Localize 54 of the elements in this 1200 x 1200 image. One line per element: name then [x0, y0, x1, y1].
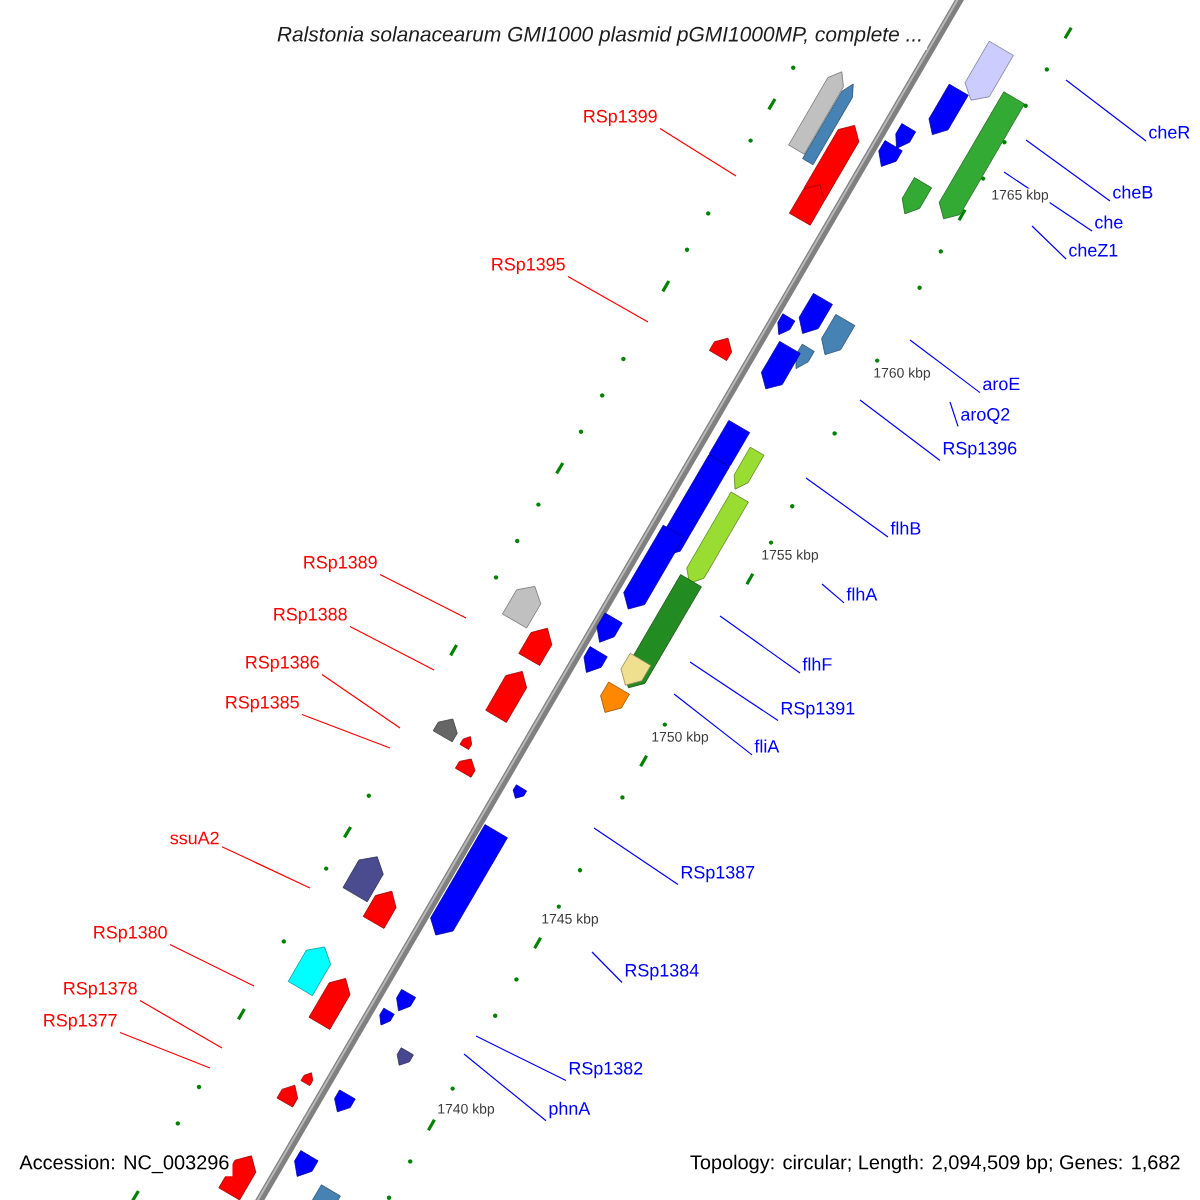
leader-line [1025, 139, 1111, 202]
gene-label: ssuA2 [170, 831, 219, 845]
gene-label: RSp1395 [492, 257, 565, 275]
leader-line [379, 573, 467, 619]
gene-label: flhF [802, 657, 832, 671]
title: Ralstonia solanacearum GMI1000 plasmid pGMI1000MP, complete ... [272, 22, 928, 50]
gene-label: aroE [983, 377, 1020, 391]
gene-label: RSp1386 [246, 655, 319, 673]
gene-label: RSp1388 [274, 607, 347, 625]
gene-label: RSp1384 [625, 963, 699, 981]
leader-line [567, 275, 649, 323]
gene-label: flhA [846, 587, 878, 601]
leader-line [659, 127, 737, 177]
gene-label: RSp1380 [94, 925, 167, 943]
gene-label: aroQ2 [961, 408, 1010, 424]
gene-label: fliA [754, 739, 780, 753]
gene-label: RSp1385 [226, 695, 299, 713]
gene-label: cheB [1113, 185, 1153, 199]
leader-line [719, 615, 801, 674]
accession-text: Accession: NC_003296 [16, 1151, 233, 1177]
gene-label: cheZ1 [1069, 243, 1118, 257]
gene-label: che [1095, 215, 1123, 229]
leader-line [301, 713, 391, 749]
leader-line [221, 846, 311, 889]
gene-label: RSp1378 [64, 981, 137, 999]
leader-line [1031, 225, 1067, 260]
gene-label: RSp1391 [781, 701, 855, 719]
leader-line [689, 661, 779, 722]
gene-label: RSp1396 [943, 441, 1017, 459]
leader-line [593, 827, 679, 886]
gene-label: RSp1382 [569, 1061, 643, 1079]
leader-line [139, 999, 223, 1049]
leader-line [859, 399, 941, 462]
leader-line [673, 693, 753, 756]
leader-line [909, 339, 981, 394]
gene-label: RSp1377 [44, 1013, 117, 1031]
gene-label: phnA [549, 1101, 591, 1119]
gene-label: RSp1399 [584, 109, 657, 127]
gene-label: RSp1387 [681, 865, 755, 883]
leader-line [119, 1031, 211, 1069]
leader-line [321, 673, 401, 729]
leader-line [349, 625, 435, 671]
gene-label: RSp1389 [304, 555, 377, 573]
leader-line [591, 951, 623, 984]
leader-line [949, 401, 959, 427]
gene-label: cheR [1149, 125, 1190, 139]
leader-line [475, 1035, 567, 1082]
topology-text: Topology: circular; Length: 2,094,509 bp; Genes: 1,682 [686, 1151, 1184, 1177]
leader-line [169, 943, 255, 987]
leader-line [1065, 79, 1147, 142]
leader-line [821, 583, 845, 604]
leader-line [805, 477, 889, 538]
gene-label: flhB [890, 521, 921, 535]
leader-line [463, 1053, 547, 1122]
